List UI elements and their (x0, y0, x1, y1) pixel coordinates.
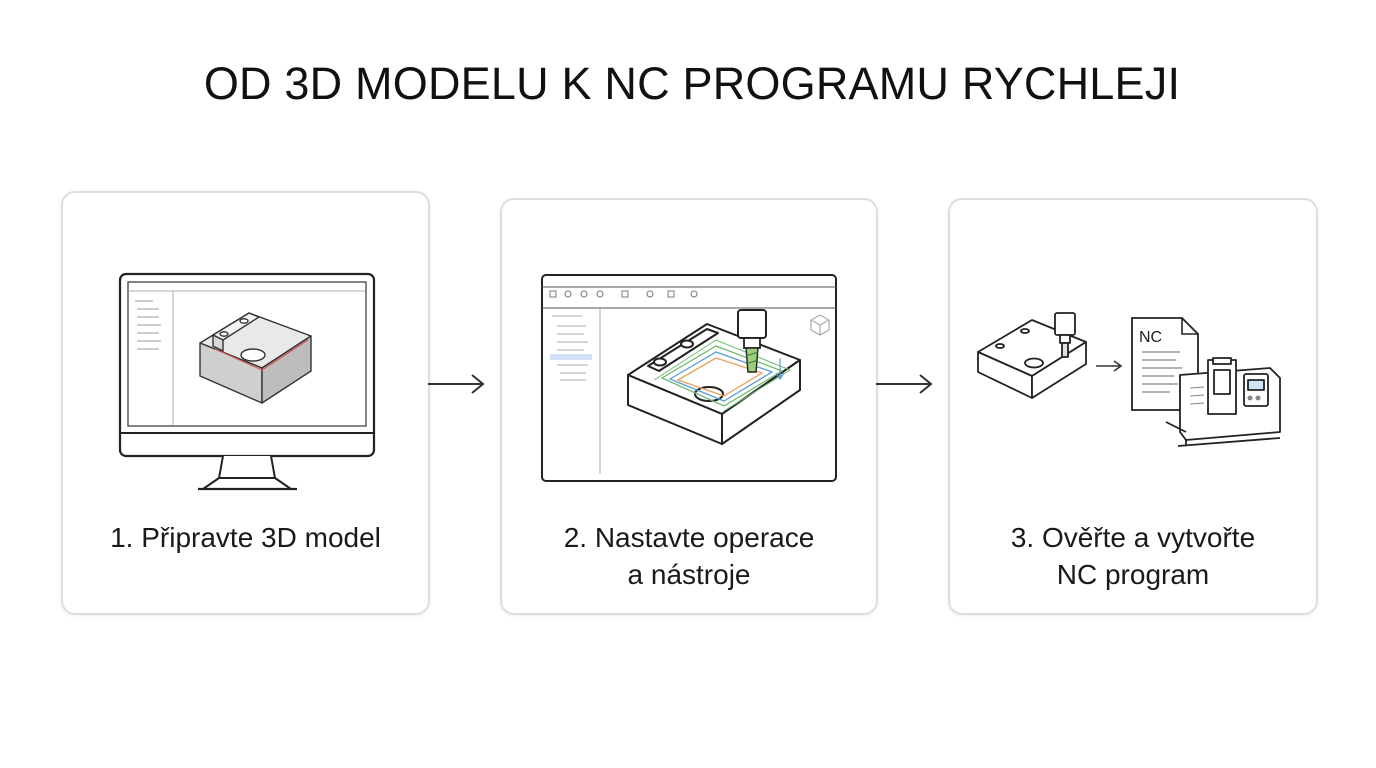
page-title: OD 3D MODELU K NC PROGRAMU RYCHLEJI (203, 58, 1181, 109)
nc-doc-label: NC (1139, 329, 1162, 346)
cam-toolpath-window-icon (541, 274, 837, 482)
arrow-right-icon (876, 374, 933, 394)
step-label-2: 2. Nastavte operace a nástroje (563, 522, 815, 590)
monitor-cad-model-icon (118, 272, 376, 491)
step-card-2: 2. Nastavte operace a nástroje (500, 198, 878, 615)
step-label-3: 3. Ověřte a vytvořte NC program (1010, 522, 1256, 590)
arrow-right-icon (428, 374, 485, 394)
step-label-1: 1. Připravte 3D model (110, 522, 381, 553)
nc-program-machine-icon: NC (977, 312, 1281, 447)
step-card-3: NC 3. Ověřte a vytvořte NC program (948, 198, 1318, 615)
step-card-1: 1. Připravte 3D model (61, 191, 430, 615)
